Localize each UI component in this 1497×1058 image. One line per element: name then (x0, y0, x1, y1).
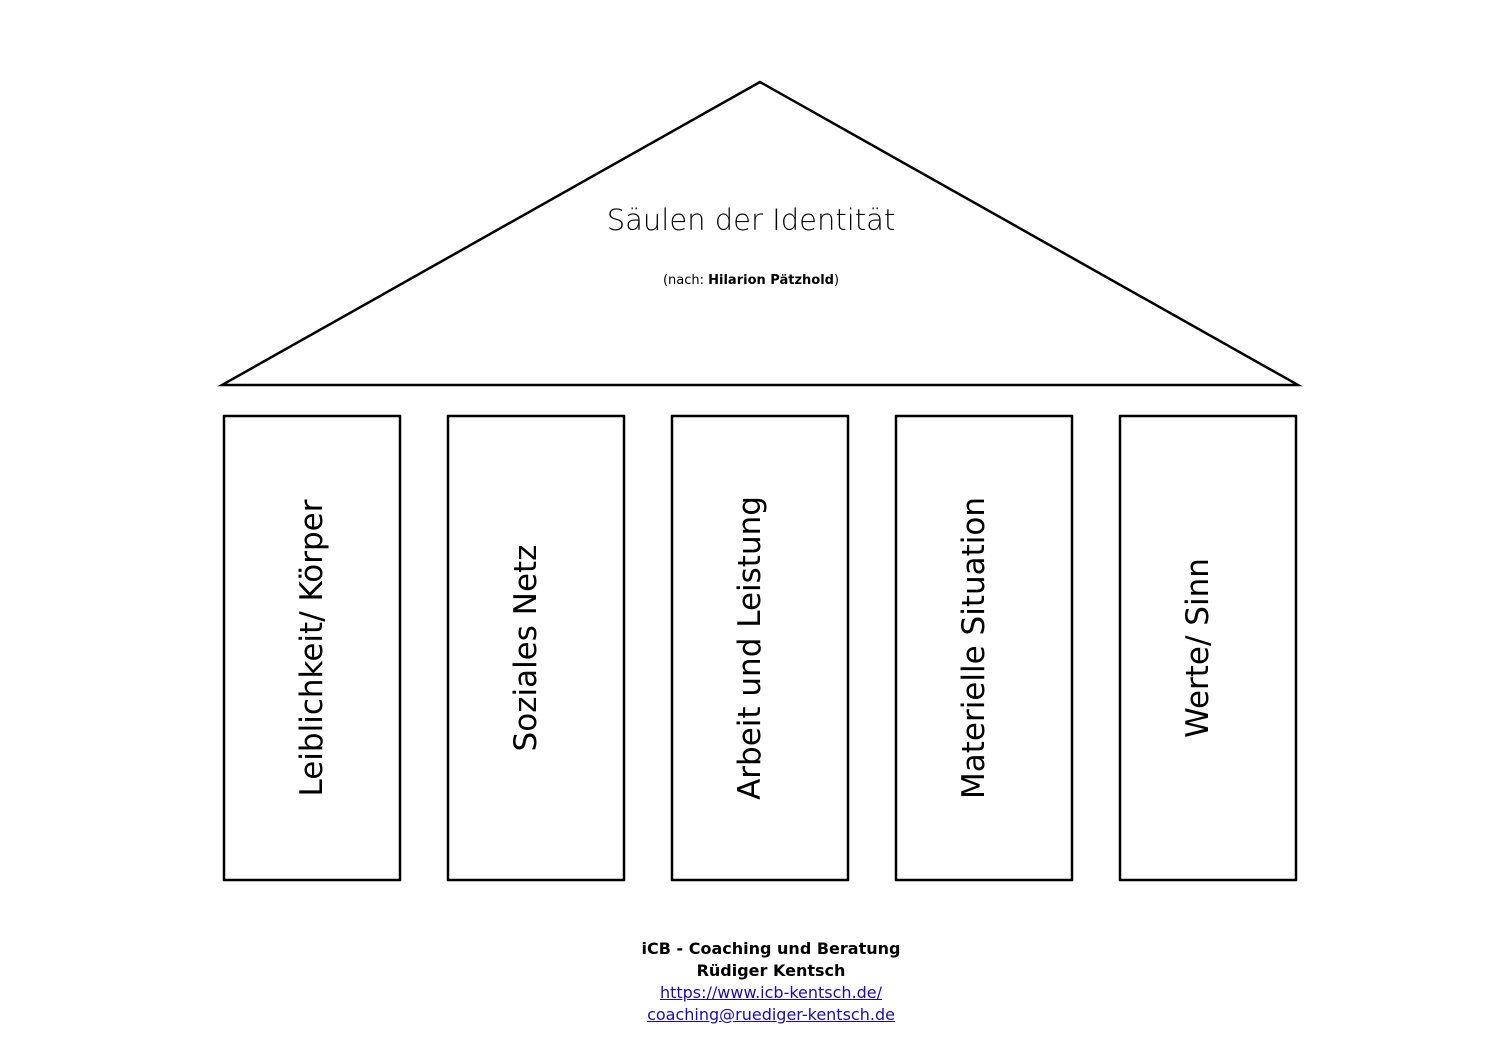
pillar-label: Materielle Situation (956, 497, 992, 799)
roof-subtitle: (nach: Hilarion Pätzhold) (663, 273, 839, 288)
pillar-4: Materielle Situation (894, 414, 1074, 882)
pillar-2: Soziales Netz (446, 414, 626, 882)
footer: iCB - Coaching und Beratung Rüdiger Kent… (0, 938, 1497, 1026)
pillar-box (1118, 414, 1298, 882)
pillar-box (894, 414, 1074, 882)
pillar-label: Leiblichkeit/ Körper (294, 499, 330, 796)
pillar-5: Werte/ Sinn (1118, 414, 1298, 882)
pillar-3: Arbeit und Leistung (670, 414, 850, 882)
pillar-label: Soziales Netz (508, 545, 544, 752)
footer-email-link[interactable]: coaching@ruediger-kentsch.de (647, 1005, 895, 1024)
roof-triangle (217, 80, 1303, 387)
roof-subtitle-suffix: ) (834, 273, 839, 288)
pillar-box (670, 414, 850, 882)
pillar-label: Werte/ Sinn (1180, 558, 1216, 738)
footer-person: Rüdiger Kentsch (696, 961, 846, 980)
footer-organization: iCB - Coaching und Beratung (641, 939, 901, 958)
roof-subtitle-prefix: (nach: (663, 273, 708, 288)
footer-website-link[interactable]: https://www.icb-kentsch.de/ (659, 983, 883, 1002)
pillar-box (446, 414, 626, 882)
pillar-box (222, 414, 402, 882)
roof-subtitle-author: Hilarion Pätzhold (708, 273, 834, 288)
roof-title: Säulen der Identität (607, 203, 896, 237)
pillar-label: Arbeit und Leistung (732, 496, 768, 800)
pillar-1: Leiblichkeit/ Körper (222, 414, 402, 882)
